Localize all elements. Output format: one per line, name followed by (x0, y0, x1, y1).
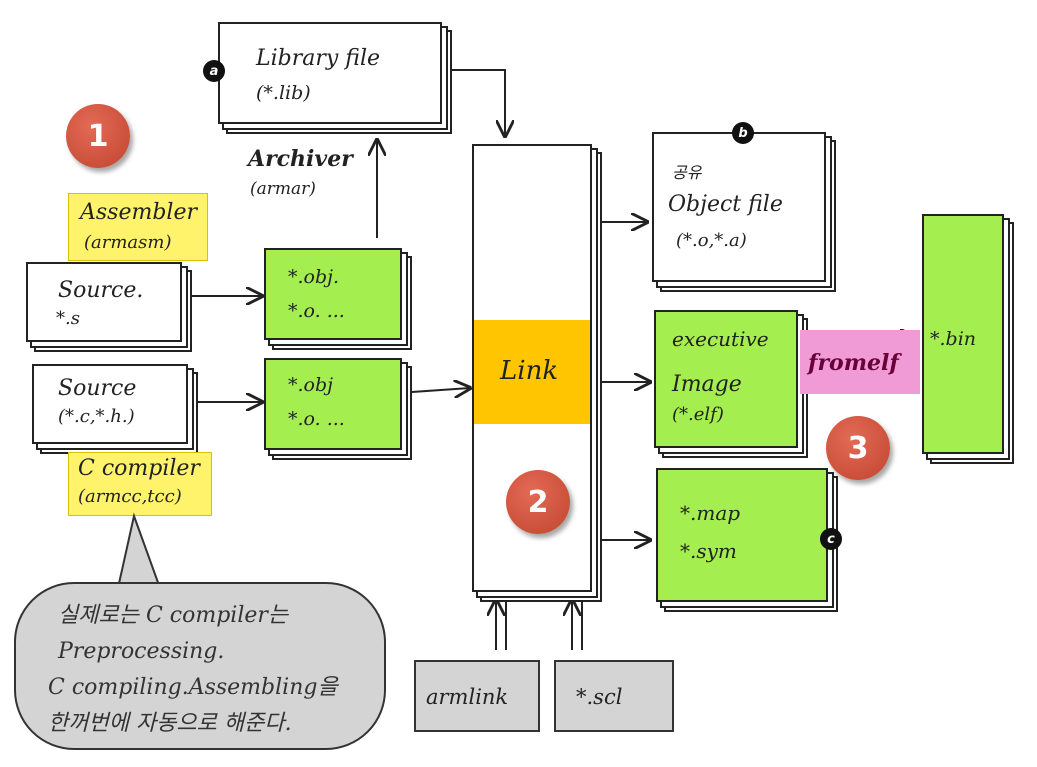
sym-label: *.sym (680, 539, 737, 563)
step-badge-3: 3 (826, 416, 890, 480)
link-label: Link (500, 356, 559, 386)
fromelf-tag (800, 330, 920, 394)
armlink-box (414, 660, 540, 732)
note-line-2: Preprocessing. (58, 639, 225, 664)
link-block (474, 320, 590, 424)
object-box-bottom (264, 358, 402, 450)
shared-object-korean: 공유 (672, 163, 702, 182)
scatter-file-label: *.scl (576, 685, 623, 709)
executable-line2: Image (672, 372, 742, 397)
arrow-library-to-link (445, 69, 505, 136)
compiler-tag (68, 452, 212, 516)
map-label: *.map (680, 501, 741, 525)
object-box-top (264, 248, 402, 340)
source-asm-label: Source. (58, 278, 144, 303)
fromelf-label: fromelf (808, 350, 899, 376)
speech-bubble-text: 실제로는 C compiler는 Preprocessing. C compil… (48, 598, 338, 742)
object-bottom-line2: *.o. ... (288, 408, 345, 430)
shared-object-ext: (*.o,*.a) (676, 230, 747, 251)
scatter-file-box (554, 660, 674, 732)
assembler-cmd: (armasm) (84, 232, 172, 253)
note-line-1: 실제로는 C compiler는 (58, 603, 289, 628)
executable-line1: executive (672, 327, 769, 351)
step-badge-1: 1 (66, 104, 130, 168)
object-top-line2: *.o. ... (288, 300, 345, 322)
armlink-label: armlink (426, 685, 509, 709)
binary-label: *.bin (930, 328, 977, 350)
step-badge-2: 2 (506, 470, 570, 534)
executable-line3: (*.elf) (672, 404, 724, 425)
library-file-ext: (*.lib) (256, 82, 311, 104)
binary-box (922, 214, 1004, 454)
object-top-line1: *.obj. (288, 266, 340, 288)
archiver-label: Archiver (248, 146, 353, 172)
arrow-obj-to-link (411, 388, 470, 392)
assembler-tag (68, 193, 208, 261)
shared-object-box (652, 132, 826, 282)
shared-object-label: Object file (668, 192, 783, 217)
compiler-cmd: (armcc,tcc) (78, 486, 182, 507)
marker-a: a (203, 60, 225, 82)
executable-image-box (654, 310, 798, 448)
source-c-label: Source (58, 376, 137, 401)
note-line-4: 한꺼번에 자동으로 해준다. (48, 711, 292, 736)
library-file-label: Library file (256, 46, 381, 71)
archiver-cmd: (armar) (250, 179, 316, 199)
source-asm-box (26, 262, 182, 342)
source-c-box (32, 364, 188, 444)
marker-b: b (732, 122, 754, 144)
source-asm-ext: *.s (56, 308, 80, 329)
source-c-ext: (*.c,*.h.) (58, 406, 135, 427)
speech-bubble (14, 582, 386, 750)
object-bottom-line1: *.obj (288, 374, 334, 396)
note-line-3: C compiling.Assembling을 (48, 675, 338, 700)
compiler-label: C compiler (78, 456, 200, 481)
map-symbol-box (656, 468, 828, 602)
assembler-label: Assembler (80, 200, 198, 225)
marker-c: c (820, 528, 842, 550)
